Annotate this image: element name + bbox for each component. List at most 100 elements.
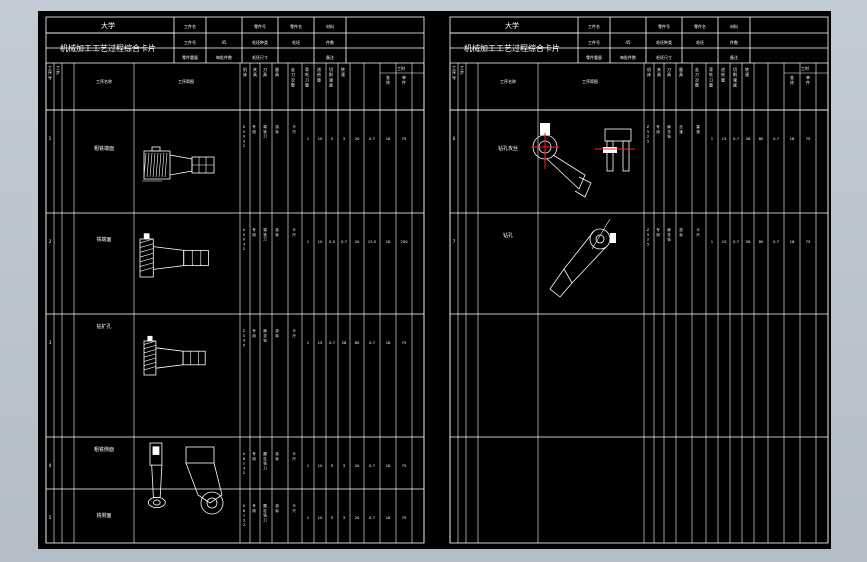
vertical-char: 3 [243,242,245,246]
vertical-char: 工 [56,65,60,70]
vertical-char: 终 [386,79,390,85]
vertical-char: 用 [252,129,256,134]
param-cell: 250 [400,239,408,244]
tool-cell: 专用 [252,124,256,134]
vertical-char: 铣 [263,232,267,237]
tool-cell: 卡尺 [292,503,296,513]
vertical-char: 刀 [263,238,267,242]
vertical-char: 速 [329,76,333,82]
vertical-char: 给 [317,71,321,77]
boss-shank [153,246,185,270]
arm-end [574,176,592,198]
vertical-char: 圆 [263,452,267,456]
vertical-char: 单 [402,74,406,80]
param-cell: 80 [759,239,764,244]
param-cell: 75 [402,340,407,345]
header-cell: 零件号 [254,23,266,29]
header-cell: 件数 [326,39,334,45]
vertical-char: 序 [48,69,52,75]
hatch-line [161,152,165,178]
vertical-char: X [243,452,246,456]
fixture-leg [606,140,614,172]
vertical-char: Z [647,228,650,232]
vertical-char: 刀 [263,135,267,139]
arm-line [563,230,607,284]
process-name: 铣端面 [96,236,111,243]
process-name: 钻孔攻丝 [498,145,518,152]
header-cell: 45 [625,40,631,45]
tool-cell: 卡尺 [292,227,296,237]
param-cell: 0.7 [773,239,780,244]
vertical-char: 柱 [263,456,267,461]
param-cell: 28 [746,136,751,141]
param-cell: 5 [331,136,334,141]
vertical-char: 速 [341,71,345,77]
hatch-line [155,152,159,178]
param-cell: 0.7 [369,463,376,468]
column-header-vertical: 工步 [56,65,60,75]
vertical-char: 专 [252,124,256,129]
vertical-char: 件 [402,79,406,85]
param-cell: 20 [355,463,360,468]
vertical-char: 2 [647,135,649,139]
header-cell: 件数 [730,39,738,45]
vertical-char: 削 [329,71,333,77]
arm-line [546,154,586,190]
clamp-block [143,233,150,239]
hatch-line [143,152,147,178]
vertical-char: 花 [263,333,267,338]
vertical-char: 走 [291,66,295,72]
tool-cell: 游标 [275,124,279,134]
param-cell: 15 [318,340,323,345]
vertical-char: 用 [252,333,256,338]
param-cell: 1 [307,136,310,141]
sheet-border [45,16,425,544]
vertical-char: 刀 [291,72,295,77]
vertical-char: 麻 [667,227,671,232]
hatch-line [139,248,154,253]
param-cell: 18 [386,340,391,345]
hatch-line [158,152,162,178]
vertical-char: 具 [263,71,267,77]
hatch-line [143,357,156,362]
vertical-char: 数 [695,82,699,88]
header-cell: 备注 [326,54,334,60]
param-cell: 28 [746,239,751,244]
column-header-vertical: 单件 [806,74,810,85]
vertical-char: 机 [647,66,651,72]
process-name: 钻扩孔 [96,323,111,330]
tool-cell: 游标 [275,503,279,513]
vertical-char: 4 [49,463,52,468]
column-header-vertical: 单件 [402,74,406,85]
vertical-char: 量 [721,76,725,82]
param-cell: 18 [386,239,391,244]
vertical-char: 用 [252,456,256,461]
boss-body [139,238,154,278]
arm-eye-hole [206,497,218,509]
vertical-char: Z [243,329,246,333]
vertical-char: 锥 [679,129,683,134]
tool-cell: 端铣刀 [263,227,267,242]
vertical-char: 0 [243,238,246,242]
vertical-char: 5 [647,242,649,246]
fork-eye [147,496,166,508]
vertical-char: 0 [243,135,246,139]
boss-shank [155,347,184,369]
hatch-line [164,152,168,178]
vertical-char: 丝 [679,124,683,129]
param-cell: 10 [318,515,323,520]
param-cell: 15 [722,239,727,244]
fork-slot [152,446,160,455]
vertical-char: 吃 [709,71,713,77]
clamp-mark [151,146,161,152]
vertical-char: 数 [291,82,295,88]
vertical-char: 准 [386,74,390,80]
param-cell: 75 [806,136,811,141]
